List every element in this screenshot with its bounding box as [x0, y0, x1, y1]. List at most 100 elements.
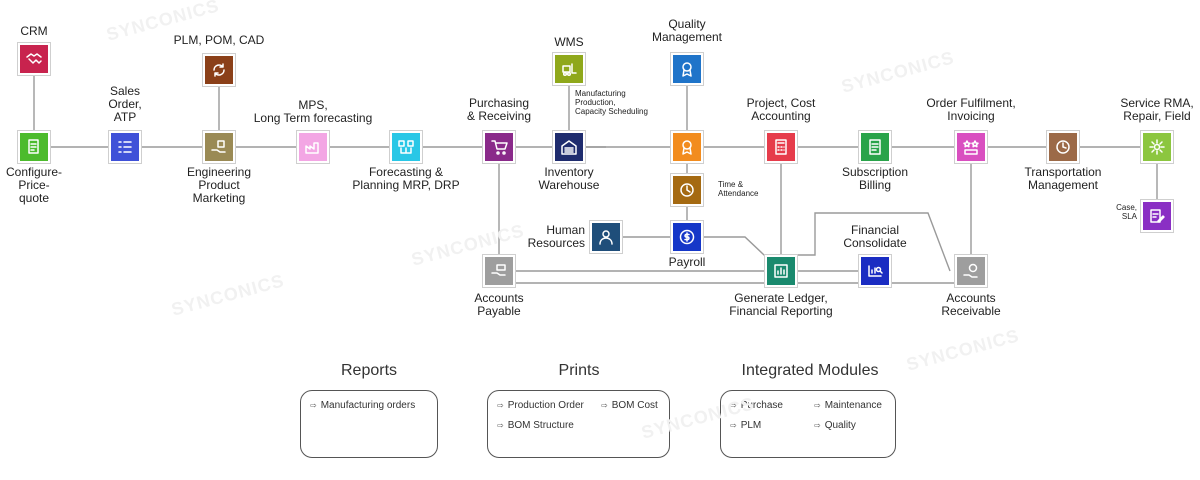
label-line: Case, [1116, 203, 1137, 212]
label-line: Production, [575, 98, 616, 107]
award-icon [678, 60, 696, 78]
crm-module[interactable] [18, 43, 50, 75]
label-line: Sales [109, 84, 141, 98]
label-line: Planning MRP, DRP [352, 178, 460, 192]
inventory-module[interactable] [553, 131, 585, 163]
label-line: MPS, [298, 98, 328, 112]
forecasting-module[interactable] [390, 131, 422, 163]
cart-icon [490, 138, 508, 156]
configure-label: Configure-Price-quote [6, 166, 62, 205]
time-module[interactable] [671, 174, 703, 206]
service-module[interactable] [1141, 131, 1173, 163]
prints-item[interactable]: ⇨BOM Cost [601, 400, 658, 411]
label-line: Invoicing [947, 109, 995, 123]
transportation-module[interactable] [1047, 131, 1079, 163]
label-line: Subscription [841, 165, 909, 179]
sales-module[interactable] [109, 131, 141, 163]
warehouse-icon [560, 138, 578, 156]
label-line: Resources [527, 236, 585, 250]
label-line: Accounting [751, 109, 811, 123]
label-line: Accounts [946, 291, 996, 305]
label-line: Generate Ledger, [734, 291, 828, 305]
wms-module[interactable] [553, 53, 585, 85]
order-label: Order Fulfilment,Invoicing [926, 97, 1015, 123]
coin-hand-icon [962, 262, 980, 280]
label-line: Service RMA, [1120, 96, 1194, 110]
purchasing-module[interactable] [483, 131, 515, 163]
payroll-module[interactable] [671, 221, 703, 253]
arrow-icon: ⇨ [310, 401, 317, 410]
configure-module[interactable] [18, 131, 50, 163]
financial-module[interactable] [859, 255, 891, 287]
forecasting-label: Forecasting &Planning MRP, DRP [352, 166, 459, 192]
reports-item[interactable]: ⇨Manufacturing orders [310, 400, 416, 411]
reports-title: Reports [340, 362, 398, 379]
gear-icon [1148, 138, 1166, 156]
label-line: Human [546, 223, 585, 237]
mps-module[interactable] [297, 131, 329, 163]
arrow-icon: ⇨ [730, 401, 737, 410]
module-item[interactable]: ⇨PLM [730, 420, 762, 431]
calculator-icon [772, 138, 790, 156]
hr-module[interactable] [590, 221, 622, 253]
qualityhub-module[interactable] [671, 131, 703, 163]
chart-search-icon [866, 262, 884, 280]
label-line: Financial Reporting [729, 304, 833, 318]
label-line: Capacity Scheduling [575, 107, 648, 116]
truck-clock-icon [1054, 138, 1072, 156]
hand-box-icon [210, 138, 228, 156]
dollar-cycle-icon [678, 228, 696, 246]
label-line: Management [1027, 178, 1099, 192]
plm-module[interactable] [203, 54, 235, 86]
label-line: Warehouse [538, 178, 600, 192]
subscription-module[interactable] [859, 131, 891, 163]
integrated-modules-box: ⇨Purchase ⇨Maintenance ⇨PLM ⇨Quality [720, 390, 896, 458]
purchasing-label: Purchasing& Receiving [467, 97, 531, 123]
prints-item[interactable]: ⇨Production Order [497, 400, 584, 411]
module-item[interactable]: ⇨Purchase [730, 400, 783, 411]
factory-icon [304, 138, 322, 156]
case-module[interactable] [1141, 200, 1173, 232]
label-line: Payable [477, 304, 521, 318]
ledger-module[interactable] [765, 255, 797, 287]
prints-item[interactable]: ⇨BOM Structure [497, 420, 574, 431]
integrated-modules-title: Integrated Modules [741, 362, 879, 379]
label-line: Attendance [718, 189, 759, 198]
label-line: Price- [18, 178, 50, 192]
label-line: Configure- [5, 165, 63, 179]
label-line: Time & [718, 180, 744, 189]
label-line: Consolidate [843, 236, 907, 250]
document-icon [25, 138, 43, 156]
label-line: Forecasting & [368, 165, 444, 179]
order-module[interactable] [955, 131, 987, 163]
project-module[interactable] [765, 131, 797, 163]
pen-doc-icon [1148, 207, 1166, 225]
quality-module[interactable] [671, 53, 703, 85]
ap-module[interactable] [483, 255, 515, 287]
label-line: SLA [1121, 212, 1137, 221]
arrow-icon: ⇨ [814, 401, 821, 410]
label-line: Receivable [941, 304, 1001, 318]
ledger-label: Generate Ledger,Financial Reporting [729, 292, 832, 318]
module-item[interactable]: ⇨Quality [814, 420, 856, 431]
label-line: Long Term forecasting [253, 111, 373, 125]
label-line: & Receiving [466, 109, 532, 123]
label-line: WMS [554, 35, 584, 49]
engineering-module[interactable] [203, 131, 235, 163]
arrow-icon: ⇨ [497, 421, 504, 430]
ar-module[interactable] [955, 255, 987, 287]
module-item[interactable]: ⇨Maintenance [814, 400, 882, 411]
label-line: quote [18, 191, 50, 205]
handshake-icon [25, 50, 43, 68]
label-line: Management [651, 30, 723, 44]
bill-icon [866, 138, 884, 156]
label-line: Order Fulfilment, [926, 96, 1016, 110]
sync-icon [210, 61, 228, 79]
